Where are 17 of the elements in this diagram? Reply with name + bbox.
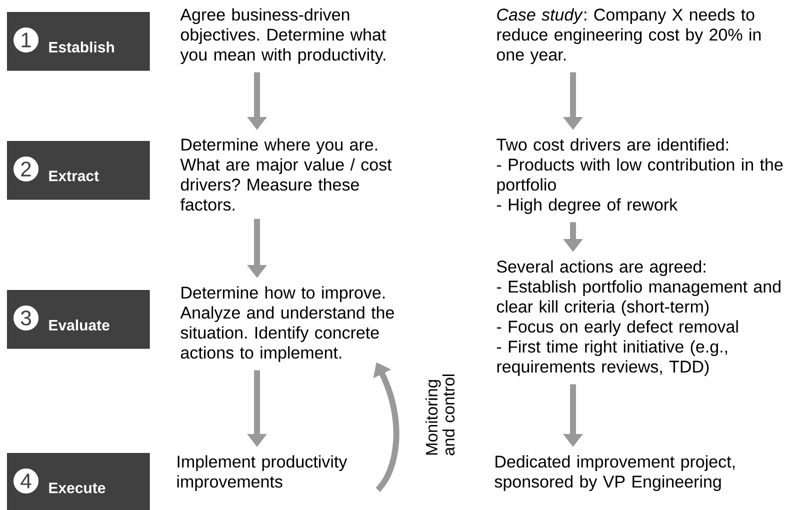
step-label: Establish	[49, 41, 114, 52]
step-description: Several actions are agreed: - Establish portfolio management and clear kill criteria (short-term) - Focus on early defect removal - First time right initiative (e.g., requirements reviews, TDD)	[496, 260, 780, 376]
step-description: Dedicated improvement project, sponsored by VP Engineering	[494, 455, 735, 492]
step-label: Execute	[49, 482, 106, 494]
step-box	[7, 290, 150, 349]
step-box	[7, 12, 150, 71]
edge-label: Monitoring and control	[424, 367, 456, 457]
step-description: Case study: Company X needs to reduce engineering cost by 20% in one year.	[496, 8, 761, 64]
step-label: Extract	[49, 170, 99, 182]
step-description: Determine how to improve. Analyze and understand the situation. Identify concrete actions to implement.	[180, 286, 394, 362]
step-description: Determine where you are. What are major value / cost drivers? Measure these factors.	[180, 138, 392, 211]
step-label: Evaluate	[49, 319, 110, 330]
step-description: Two cost drivers are identified: - Products with low contribution in the portfolio - High degree of rework	[496, 138, 783, 214]
step-description: Implement productivity improvements	[177, 455, 348, 492]
step-description: Agree business-driven objectives. Determine what you mean with productivity.	[180, 8, 386, 64]
step-box	[7, 140, 150, 200]
step-box	[7, 453, 150, 510]
